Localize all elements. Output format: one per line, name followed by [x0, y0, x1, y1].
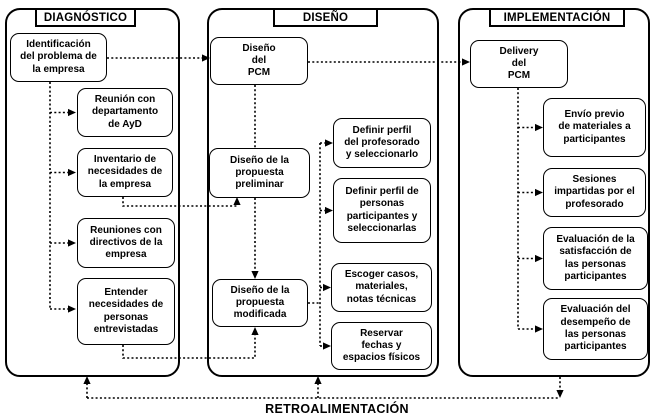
- connector-retroalimentacion: [83, 376, 564, 399]
- arrowhead-up: [233, 197, 241, 205]
- node-identificacion-problema: Identificación del problema de la empres…: [10, 33, 107, 82]
- node-reservar-fechas: Reservar fechas y espacios físicos: [331, 322, 432, 370]
- node-definir-profesorado: Definir perfil del profesorado y selecci…: [333, 118, 431, 168]
- arrowhead-right: [68, 168, 76, 177]
- node-reuniones-directivos: Reuniones con directivos de la empresa: [77, 218, 175, 268]
- section-title-implementacion: IMPLEMENTACIÓN: [489, 8, 625, 27]
- connector-delivery-trunk: [517, 88, 543, 333]
- node-propuesta-preliminar: Diseño de la propuesta preliminar: [209, 148, 310, 198]
- arrowhead-up: [251, 327, 259, 335]
- connector-identificacion-to-diseno-pcm: [107, 54, 210, 62]
- arrowhead-right: [535, 188, 543, 197]
- node-escoger-casos: Escoger casos, materiales, notas técnica…: [331, 263, 432, 312]
- arrowhead-right: [68, 239, 76, 247]
- arrowhead-right: [68, 305, 76, 313]
- connector-modificada-feeder: [308, 139, 333, 350]
- connector-pcm-down: [251, 85, 259, 279]
- arrowhead-right: [535, 254, 543, 263]
- node-diseno-pcm: Diseño del PCM: [210, 37, 308, 85]
- dotted-line: [122, 197, 238, 207]
- arrowhead-right: [325, 206, 333, 215]
- arrowhead-up: [83, 376, 91, 384]
- arrowhead-right: [462, 58, 470, 66]
- arrowhead-right: [325, 139, 333, 147]
- arrowhead-right: [68, 108, 76, 117]
- node-propuesta-modificada: Diseño de la propuesta modificada: [212, 279, 308, 327]
- node-delivery-pcm: Delivery del PCM: [470, 40, 568, 88]
- connector-pcm-to-delivery: [308, 58, 470, 66]
- section-title-diseno: DISEÑO: [273, 8, 378, 27]
- node-reunion-ayd: Reunión con departamento de AyD: [77, 88, 173, 137]
- arrowhead-right: [202, 54, 210, 62]
- node-definir-personas-participantes: Definir perfil de personas participantes…: [333, 178, 431, 243]
- node-sesiones-impartidas: Sesiones impartidas por el profesorado: [543, 168, 646, 217]
- node-evaluacion-desempeno: Evaluación del desempeño de las personas…: [543, 298, 648, 360]
- arrowhead-right: [535, 123, 543, 132]
- connector-entender-to-modificada: [122, 327, 259, 359]
- node-envio-previo: Envío previo de materiales a participant…: [543, 98, 646, 157]
- node-inventario-necesidades: Inventario de necesidades de la empresa: [77, 148, 173, 197]
- retroalimentacion-label: RETROALIMENTACIÓN: [265, 402, 409, 416]
- arrowhead-right: [323, 342, 331, 350]
- connector-diagnostico-trunk: [49, 82, 76, 313]
- arrowhead-down: [251, 271, 259, 279]
- node-evaluacion-satisfaccion: Evaluación de la satisfacción de las per…: [543, 227, 648, 290]
- dotted-line: [122, 335, 256, 359]
- arrowhead-down: [556, 390, 564, 398]
- node-entender-necesidades: Entender necesidades de personas entrevi…: [77, 278, 175, 345]
- connector-inventario-to-preliminar: [122, 197, 241, 207]
- arrowhead-right: [535, 325, 543, 333]
- arrowhead-right: [323, 283, 331, 292]
- arrowhead-up: [314, 376, 322, 384]
- section-title-diagnostico: DIAGNÓSTICO: [35, 8, 136, 27]
